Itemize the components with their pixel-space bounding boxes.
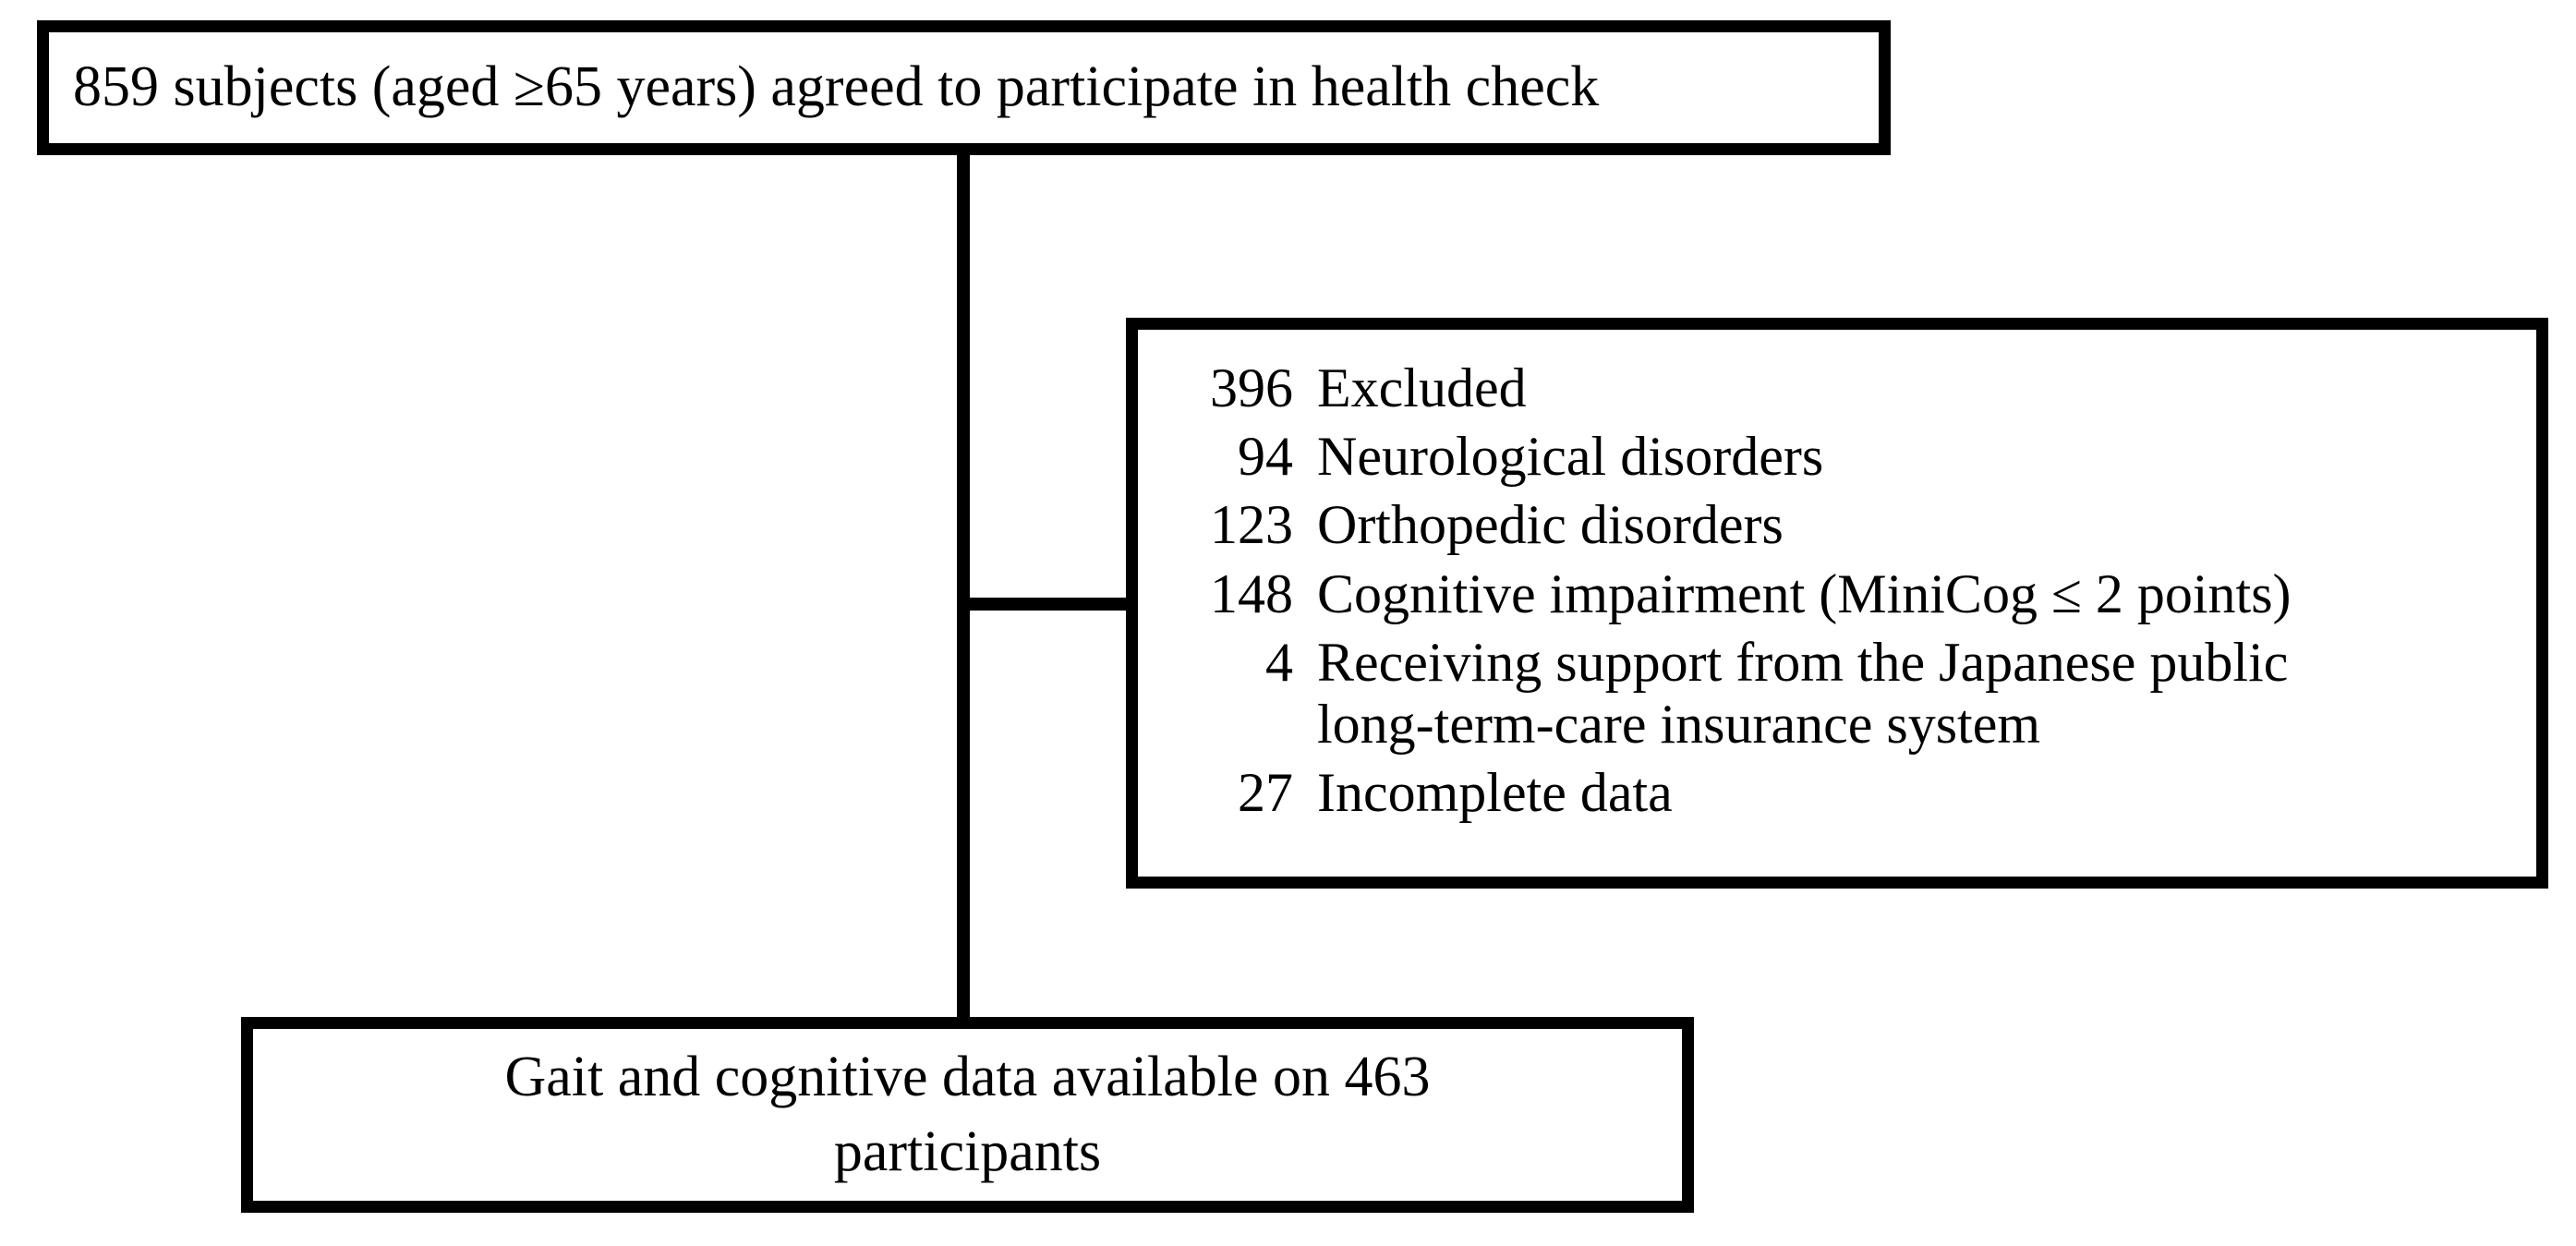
- exclusion-count: 148: [1210, 563, 1293, 624]
- exclusion-label: Orthopedic disorders: [1317, 494, 1784, 556]
- exclusion-label: Neurological disorders: [1317, 426, 1824, 488]
- exclusion-label-line-2: long-term-care insurance system: [1317, 693, 2041, 755]
- connector-enrolled-to-final: [957, 148, 970, 1025]
- exclusion-count: 94: [1238, 426, 1293, 488]
- list-item: 123 Orthopedic disorders: [1164, 494, 2536, 556]
- node-enrolled: 859 subjects (aged ≥65 years) agreed to …: [37, 20, 1891, 155]
- list-item: 94 Neurological disorders: [1164, 426, 2536, 488]
- connector-main-to-excluded: [957, 598, 1138, 611]
- exclusion-count: 27: [1238, 762, 1293, 824]
- exclusion-label: Excluded: [1317, 357, 1527, 418]
- exclusion-label-line-1: Receiving support from the Japanese publ…: [1317, 631, 2289, 693]
- list-item: 27 Incomplete data: [1164, 762, 2536, 824]
- exclusion-label: Incomplete data: [1317, 762, 1673, 824]
- exclusion-label: Receiving support from the Japanese publ…: [1293, 632, 2288, 756]
- node-final-sample: Gait and cognitive data available on 463…: [241, 1017, 1694, 1213]
- list-item: 148 Cognitive impairment (MiniCog ≤ 2 po…: [1164, 563, 2536, 625]
- list-item: 4 Receiving support from the Japanese pu…: [1164, 632, 2536, 756]
- list-item: 396 Excluded: [1164, 357, 2536, 419]
- exclusion-count: 396: [1210, 357, 1293, 418]
- exclusion-list: 396 Excluded 94 Neurological disorders 1…: [1164, 357, 2536, 824]
- exclusion-label: Cognitive impairment (MiniCog ≤ 2 points…: [1317, 563, 2292, 624]
- exclusion-count: 123: [1210, 494, 1293, 556]
- exclusion-count: 4: [1265, 631, 1293, 693]
- node-final-text: Gait and cognitive data available on 463…: [504, 1046, 1431, 1183]
- node-enrolled-text: 859 subjects (aged ≥65 years) agreed to …: [73, 55, 1600, 119]
- node-excluded: 396 Excluded 94 Neurological disorders 1…: [1126, 318, 2548, 889]
